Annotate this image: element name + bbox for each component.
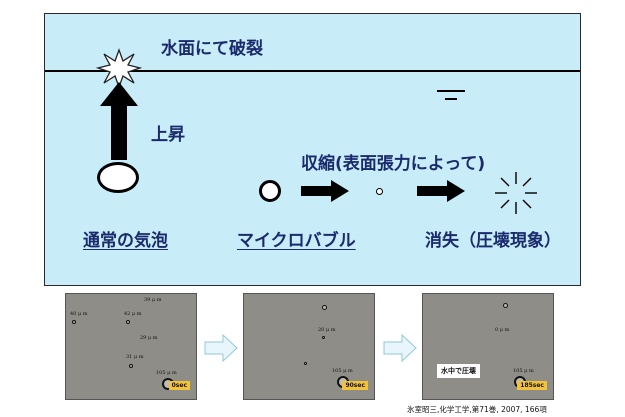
water-surface-line — [45, 70, 580, 72]
size-label: 0 μ m — [495, 327, 510, 333]
time-badge: 90sec — [342, 381, 368, 390]
water-level-mark-short — [445, 98, 457, 100]
bubble — [304, 362, 307, 365]
photo-90sec: 20 μ m 105 μ m 90sec — [243, 293, 375, 400]
label-rise: 上昇 — [151, 125, 185, 145]
shrink-arrow-icon — [301, 180, 349, 202]
water-level-mark — [437, 90, 465, 92]
size-label: 20 μ m — [318, 327, 336, 333]
water-diagram: 水面にて破裂 上昇 収縮(表面張力によって) 通常の気泡 マイクロバブル 消 — [44, 13, 581, 286]
bubble — [72, 320, 76, 324]
size-label: 31 μ m — [126, 354, 144, 360]
collapse-sparkle-icon — [495, 172, 537, 214]
bubble — [503, 303, 508, 308]
label-disappear: 消失（圧壊現象） — [425, 231, 561, 251]
label-microbubble: マイクロバブル — [237, 231, 356, 251]
label-shrink: 収縮(表面張力によって) — [301, 154, 486, 174]
label-normal-bubble: 通常の気泡 — [83, 231, 168, 251]
normal-bubble — [97, 162, 139, 193]
bubble — [126, 320, 130, 324]
sequence-arrow-icon — [383, 333, 417, 363]
citation: 氷室昭三,化学工学,第71巻, 2007, 166項 — [407, 405, 547, 414]
collapse-caption: 水中で圧壊 — [437, 364, 480, 378]
time-badge: 185sec — [517, 381, 547, 390]
label-surface-burst: 水面にて破裂 — [161, 39, 263, 59]
size-label: 105 μ m — [156, 370, 177, 376]
microbubble — [259, 180, 281, 202]
photo-185sec: 0 μ m 105 μ m 水中で圧壊 185sec — [422, 293, 554, 400]
time-badge: 0sec — [168, 381, 190, 390]
size-label: 105 μ m — [513, 368, 534, 374]
bubble — [129, 364, 133, 368]
bubble — [322, 305, 327, 310]
size-label: 42 μ m — [124, 311, 142, 317]
size-label: 40 μ m — [70, 311, 88, 317]
size-label: 39 μ m — [144, 297, 162, 303]
rise-arrow-icon — [100, 82, 138, 160]
sequence-arrow-icon — [204, 333, 238, 363]
bubble — [322, 336, 325, 339]
disappear-arrow-icon — [417, 180, 465, 202]
shrunken-bubble — [376, 188, 383, 195]
photo-0sec: 40 μ m 39 μ m 42 μ m 29 μ m 31 μ m 105 μ… — [65, 293, 197, 400]
size-label: 105 μ m — [332, 368, 353, 374]
size-label: 29 μ m — [140, 335, 158, 341]
